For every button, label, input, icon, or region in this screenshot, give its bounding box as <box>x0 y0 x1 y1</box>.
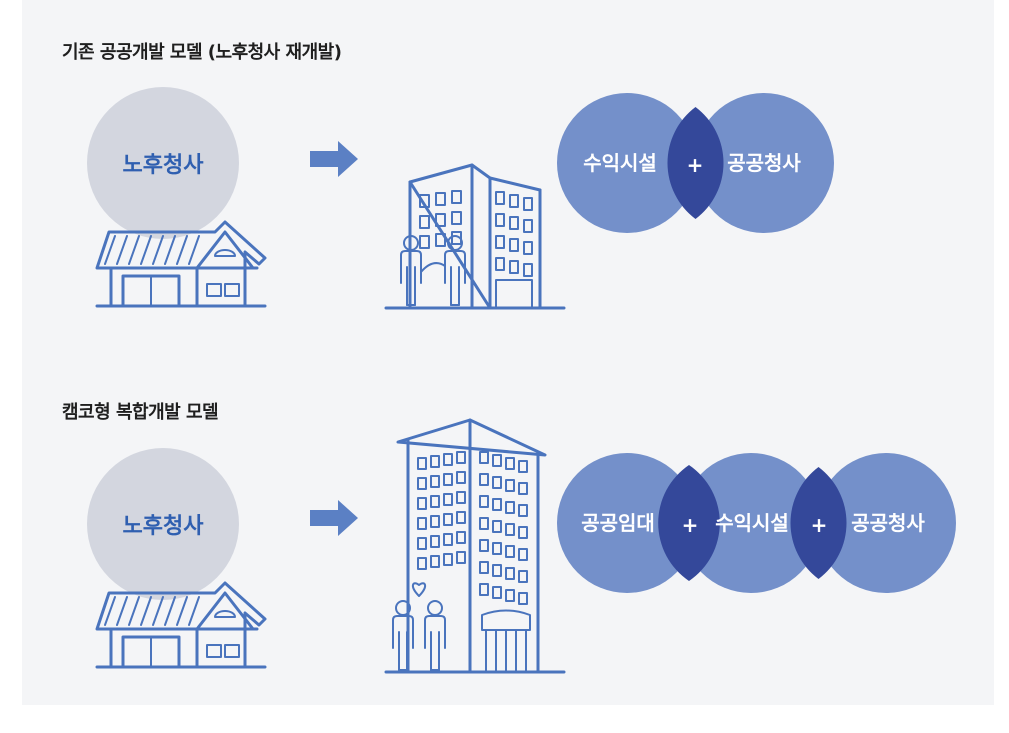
circle-label: 공공청사 <box>727 151 801 175</box>
building-icon <box>384 163 566 310</box>
arrow-right-icon <box>310 141 358 177</box>
people-icon <box>392 582 446 671</box>
plus-icon: + <box>687 153 704 177</box>
building-icon <box>384 418 566 674</box>
plus-icon: + <box>811 513 828 537</box>
circle-label: 수익시설 <box>715 511 789 535</box>
old-building-label: 노후청사 <box>123 514 205 539</box>
section-title-existing: 기존 공공개발 모델 (노후청사 재개발) <box>62 42 342 63</box>
arrow-right-icon <box>310 500 358 536</box>
venn-three: 공공임대 수익시설 공공청사 + + <box>557 453 956 593</box>
old-building-circle <box>87 448 239 600</box>
old-building-circle <box>87 87 239 239</box>
plus-icon: + <box>682 513 699 537</box>
people-icon <box>400 235 466 306</box>
section-title-kamco: 캠코형 복합개발 모델 <box>62 402 219 423</box>
circle-label: 공공임대 <box>581 511 655 535</box>
circle-label: 공공청사 <box>851 511 925 535</box>
circle-label: 수익시설 <box>583 151 657 175</box>
venn-two: 수익시설 공공청사 + <box>557 93 834 233</box>
old-building-label: 노후청사 <box>123 153 205 178</box>
